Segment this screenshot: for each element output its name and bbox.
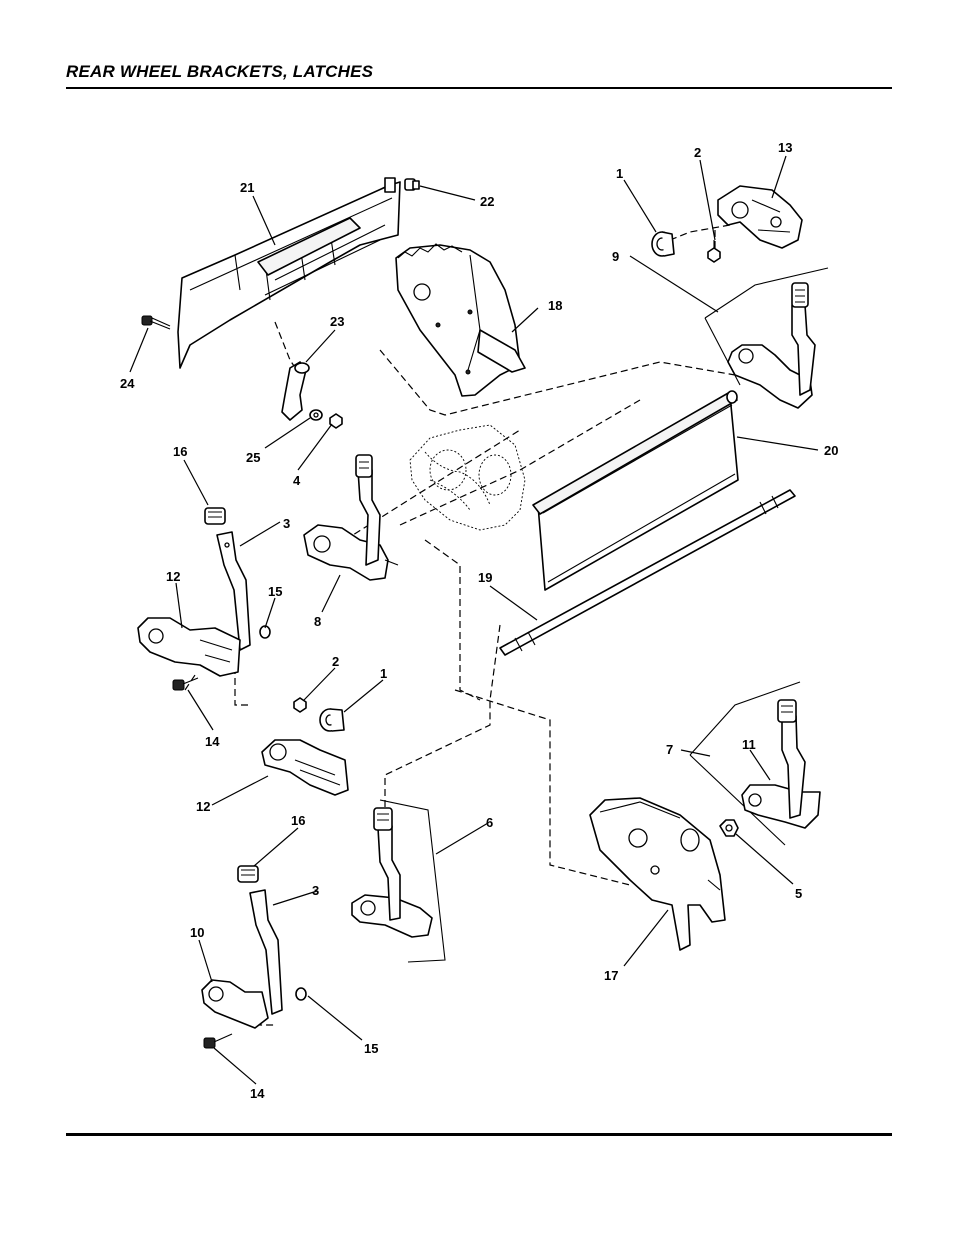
part-4-nut [329, 413, 343, 429]
callout-6: 6 [486, 815, 493, 830]
callout-12: 12 [166, 569, 180, 584]
callout-14: 14 [205, 734, 220, 749]
callout-5: 5 [795, 886, 802, 901]
callout-22: 22 [480, 194, 494, 209]
callout-25: 25 [246, 450, 260, 465]
callout-labels: 1 2 13 9 21 22 18 23 24 25 4 20 16 3 12 … [120, 140, 838, 1101]
callout-1: 1 [380, 666, 387, 681]
callout-11: 11 [742, 737, 756, 752]
callout-21: 21 [240, 180, 254, 195]
part-2-screw [707, 240, 721, 263]
part-13-plate [717, 185, 803, 249]
footer-rule [66, 1133, 892, 1136]
part-18-plate [395, 243, 526, 397]
part-14-bolt-upper [172, 677, 199, 691]
part-1-bushing [651, 231, 675, 257]
callout-23: 23 [330, 314, 344, 329]
callout-16: 16 [173, 444, 187, 459]
part-3-lever-lower [249, 889, 283, 1015]
callout-13: 13 [778, 140, 792, 155]
part-15-washer-upper [259, 625, 271, 639]
callout-4: 4 [293, 473, 301, 488]
part-9-lever-assembly [704, 267, 829, 409]
callout-15: 15 [364, 1041, 378, 1056]
part-10-bracket [201, 979, 269, 1029]
header-rule [66, 87, 892, 89]
part-5-nut [719, 819, 739, 837]
leader-lines [129, 155, 819, 1085]
callout-10: 10 [190, 925, 204, 940]
part-12-bracket-lower [261, 739, 349, 796]
callout-20: 20 [824, 443, 838, 458]
callout-17: 17 [604, 968, 618, 983]
part-16-knob-lower [237, 865, 259, 883]
callout-12: 12 [196, 799, 210, 814]
callout-3: 3 [283, 516, 290, 531]
part-16-knob-upper [204, 507, 226, 525]
callout-8: 8 [314, 614, 321, 629]
part-2-screw-lower [293, 697, 307, 713]
callout-18: 18 [548, 298, 562, 313]
page-title: REAR WHEEL BRACKETS, LATCHES [66, 62, 374, 81]
callout-7: 7 [666, 742, 673, 757]
callout-9: 9 [612, 249, 619, 264]
part-19-rod [499, 489, 796, 656]
part-8-lever-assembly [303, 454, 399, 581]
part-20-panel [532, 390, 739, 591]
part-24-bolt [141, 315, 171, 330]
part-12-bracket-upper [137, 617, 241, 677]
part-7-lever-assembly [689, 681, 821, 846]
callout-3: 3 [312, 883, 319, 898]
part-14-bolt-lower [203, 1033, 233, 1049]
callout-19: 19 [478, 570, 492, 585]
part-15-washer-lower [295, 987, 307, 1001]
callout-24: 24 [120, 376, 135, 391]
part-17-plate [589, 797, 726, 951]
callout-14: 14 [250, 1086, 265, 1101]
part-22-clip [404, 178, 420, 191]
part-21-bracket [177, 177, 401, 369]
part-25-washer [309, 409, 323, 421]
part-23-arm [281, 361, 310, 421]
callout-15: 15 [268, 584, 282, 599]
part-3-lever-upper [216, 531, 251, 651]
callout-16: 16 [291, 813, 305, 828]
callout-2: 2 [694, 145, 701, 160]
gear-housing [409, 424, 526, 531]
callout-1: 1 [616, 166, 623, 181]
callout-2: 2 [332, 654, 339, 669]
part-6-lever-assembly [351, 799, 446, 963]
part-1-bushing-lower [319, 708, 345, 732]
